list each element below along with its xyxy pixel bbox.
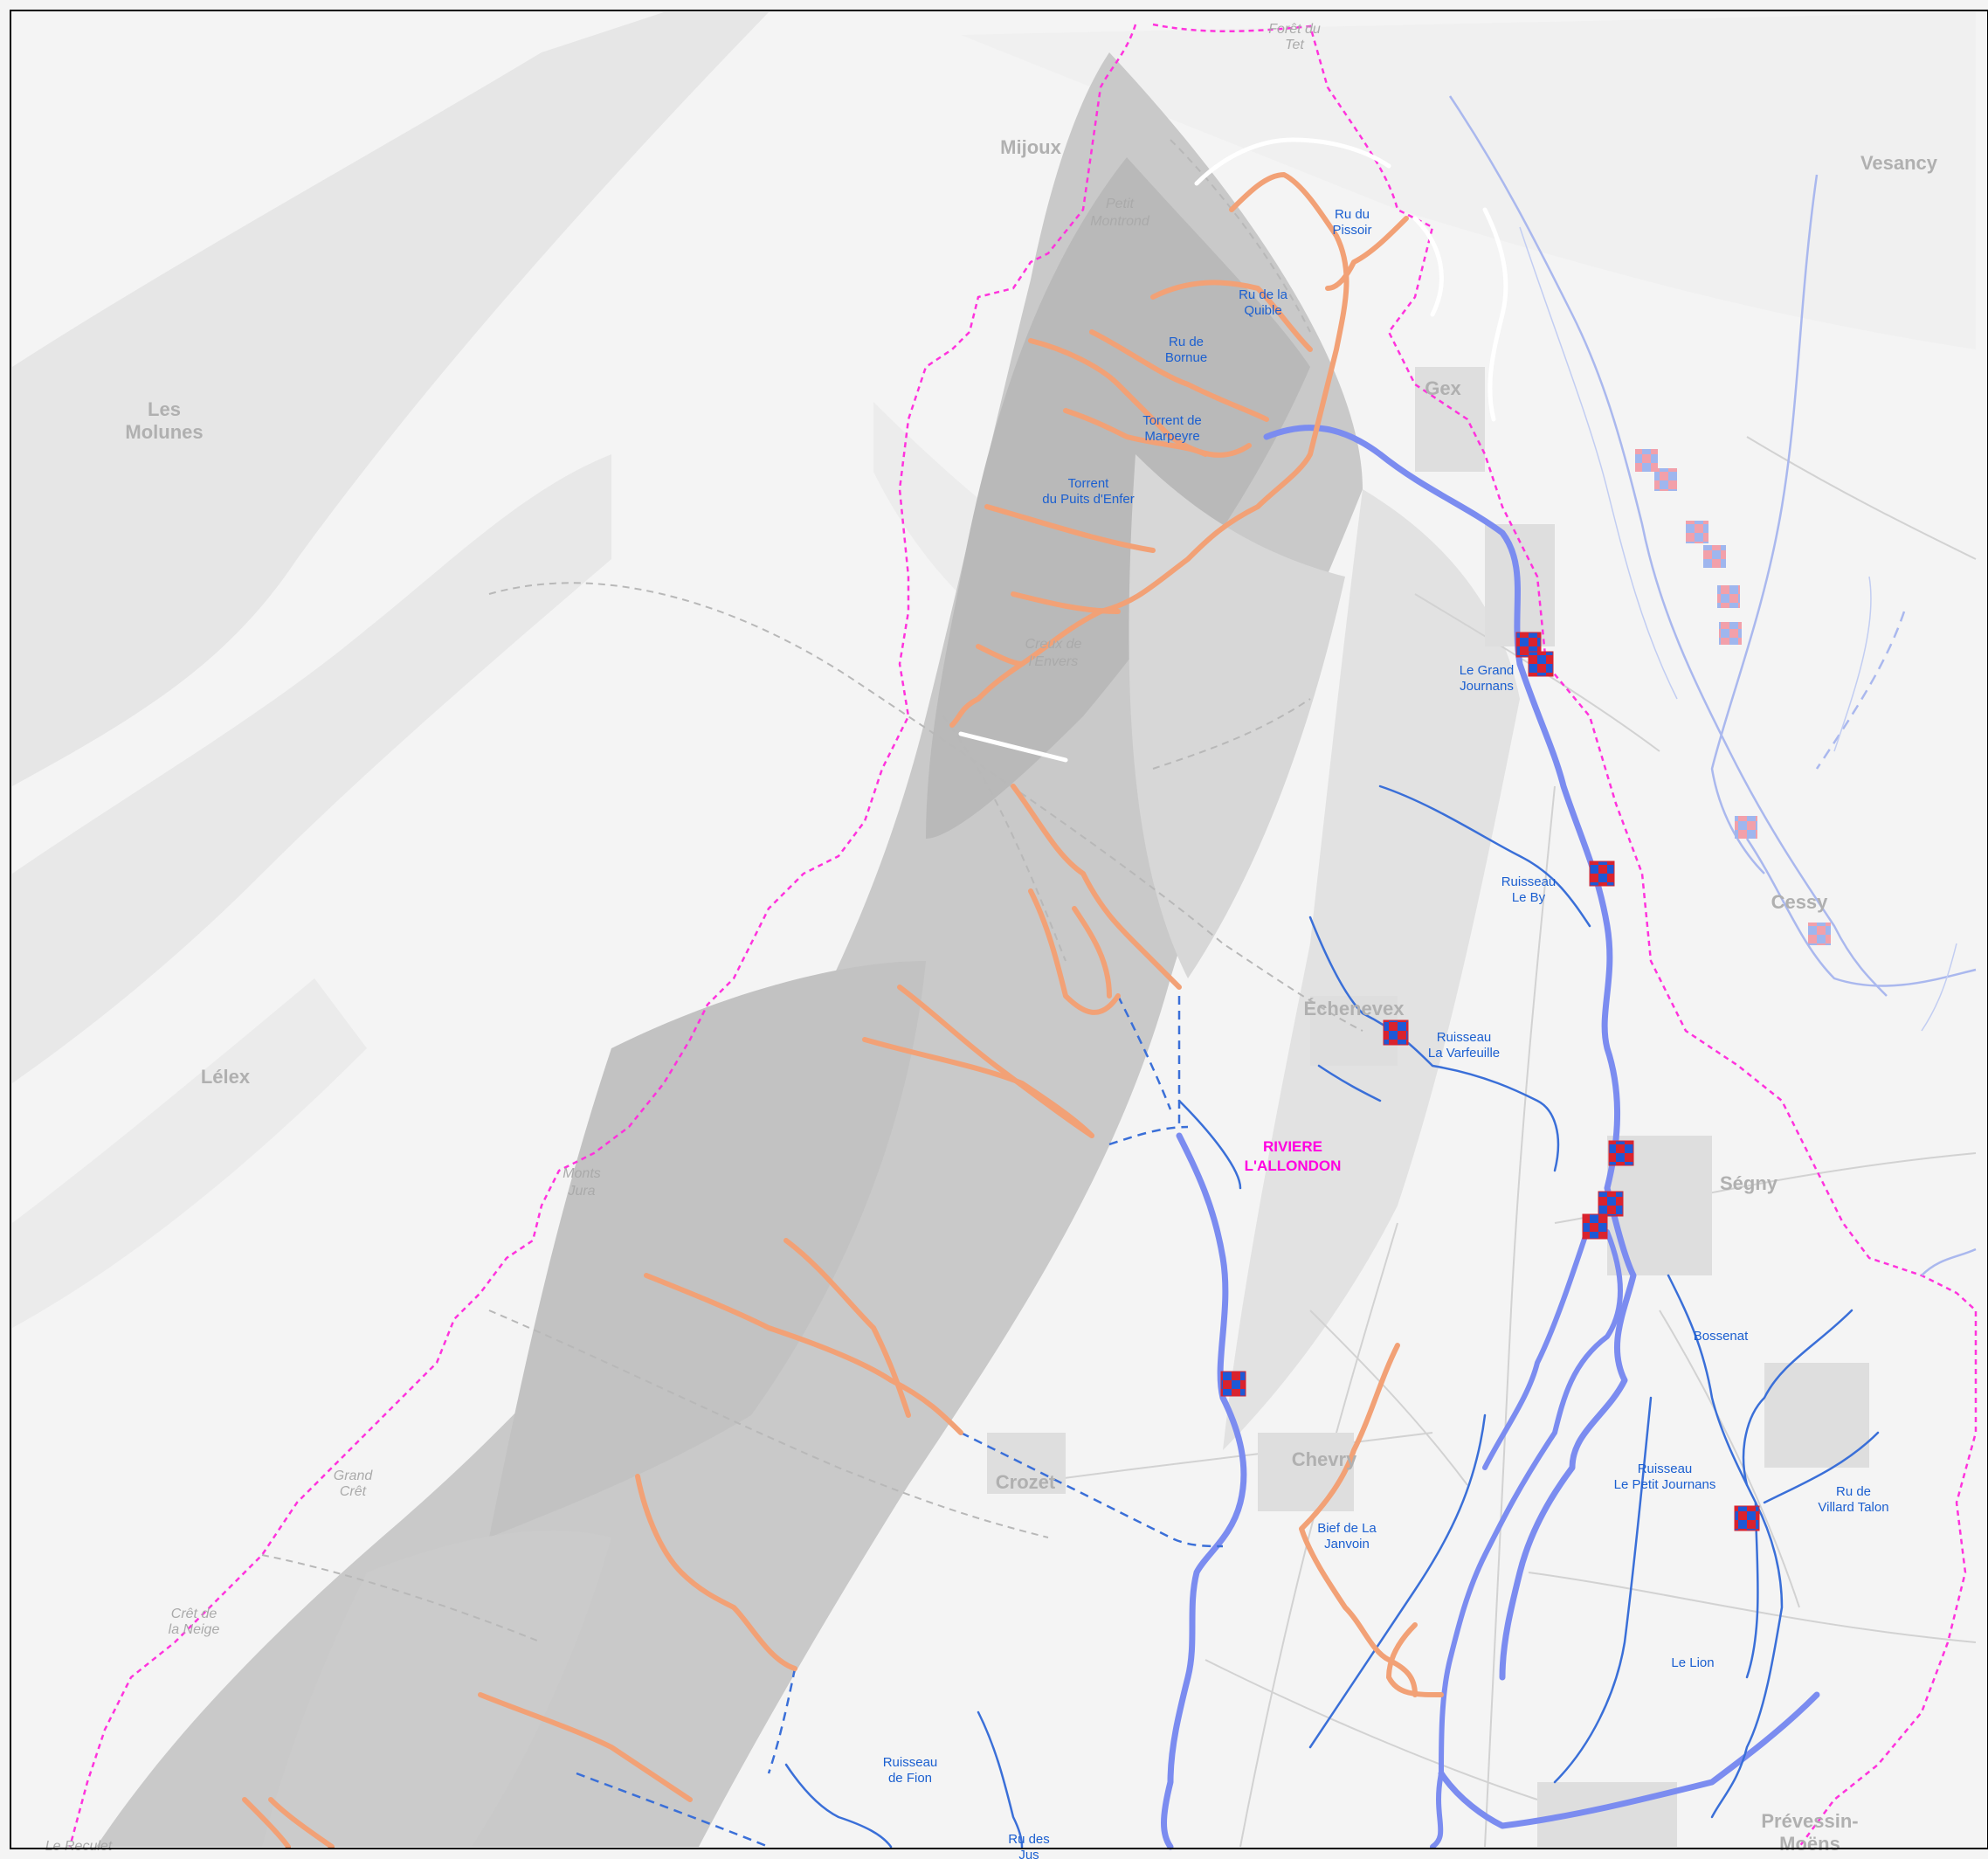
neighbour-stations [1635, 449, 1831, 945]
station-marker [1528, 651, 1554, 677]
torrents [242, 172, 1444, 1849]
label-cessy: Cessy [1771, 891, 1829, 913]
dashed-connectors [576, 995, 1224, 1849]
label-reculet: Le Reculet [45, 1839, 113, 1854]
label-prevessin: Prévessin-Moëns [1761, 1810, 1858, 1855]
station-marker [1717, 585, 1740, 608]
tributaries [784, 784, 1880, 1849]
station-marker [1654, 468, 1677, 491]
neighbour-rivers [1448, 95, 1977, 1276]
station-marker [1703, 545, 1726, 568]
map-border [10, 10, 1988, 1849]
label-mijoux: Mijoux [1000, 136, 1061, 158]
label-echenevex: Échenevex [1304, 998, 1405, 1019]
station-marker [1383, 1019, 1409, 1046]
station-marker [1719, 622, 1742, 645]
station-marker [1598, 1191, 1624, 1217]
main-river [1161, 425, 1820, 1850]
station-marker [1735, 816, 1757, 839]
station-marker [1220, 1371, 1246, 1397]
station-marker [1635, 449, 1658, 472]
relief-shading [12, 12, 1976, 1328]
mountain-ridge [96, 52, 1520, 1847]
white-streams [958, 137, 1508, 763]
neighbour-rivers-thin [1519, 226, 1957, 1032]
label-crozet: Crozet [996, 1471, 1056, 1493]
urban-areas [987, 367, 1869, 1847]
label-vesancy: Vesancy [1860, 152, 1938, 174]
monitoring-stations [1220, 632, 1760, 1531]
station-marker [1686, 521, 1708, 543]
station-marker [1582, 1213, 1608, 1240]
label-segny: Ségny [1720, 1172, 1778, 1194]
station-marker [1734, 1505, 1760, 1531]
basin-boundary [68, 23, 1978, 1848]
label-le-lion: Le Lion [1671, 1655, 1714, 1670]
label-lelex: Lélex [201, 1066, 251, 1088]
label-gex: Gex [1425, 377, 1461, 399]
station-marker [1808, 923, 1831, 945]
admin-boundaries [261, 139, 1363, 1643]
label-bossenat: Bossenat [1694, 1329, 1749, 1344]
label-chevry: Chevry [1292, 1448, 1357, 1470]
station-marker [1589, 860, 1615, 887]
station-marker [1608, 1140, 1634, 1166]
